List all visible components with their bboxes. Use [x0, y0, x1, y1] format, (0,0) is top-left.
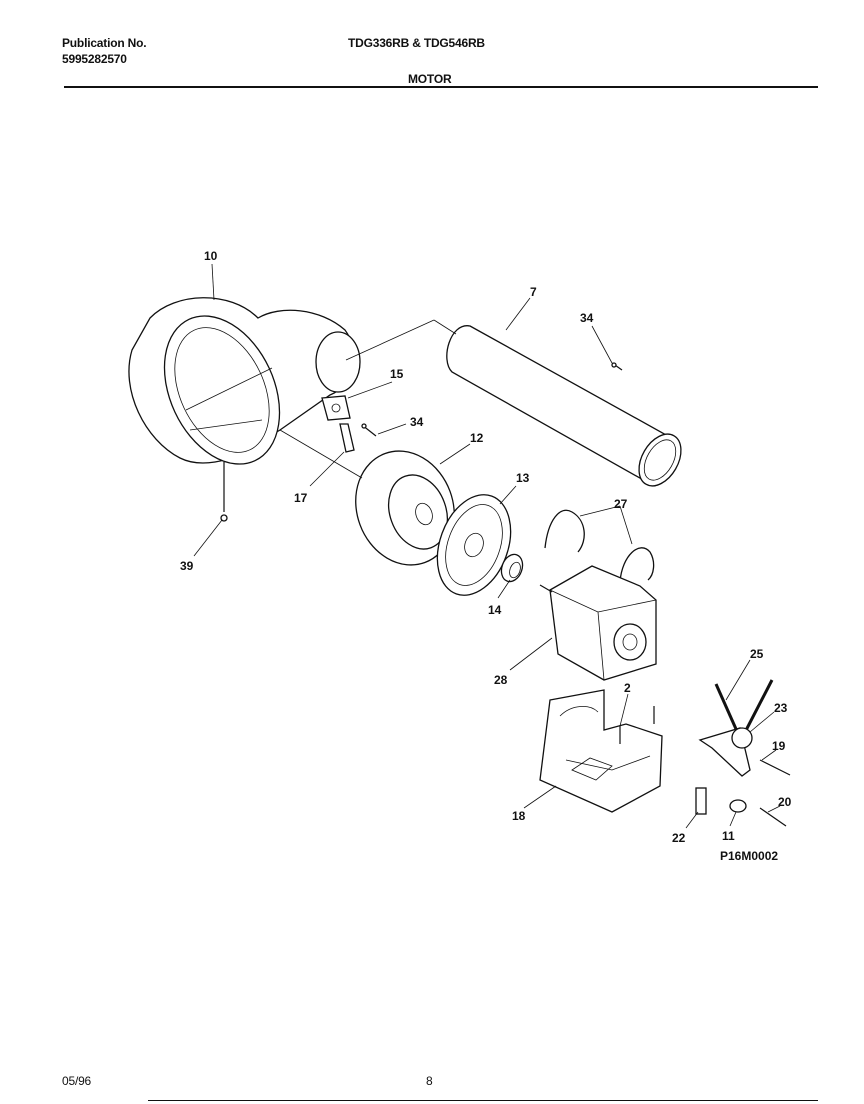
callout-39: 39	[180, 559, 194, 573]
callout-11: 11	[722, 829, 735, 843]
callout-23: 23	[774, 701, 788, 715]
publication-number: 5995282570	[62, 52, 127, 66]
callout-22: 22	[672, 831, 686, 845]
figure-code: P16M0002	[720, 849, 778, 863]
callout-14: 14	[488, 603, 502, 617]
screw-20-part	[759, 807, 787, 827]
callout-10: 10	[204, 249, 218, 263]
callout-19: 19	[772, 739, 786, 753]
footer-page-number: 8	[426, 1074, 433, 1088]
callout-20: 20	[778, 795, 792, 809]
footer-rule	[148, 1100, 818, 1101]
header-rule	[64, 86, 818, 88]
callout-34-top: 34	[580, 311, 594, 325]
motor-mount-part	[539, 689, 663, 813]
callout-18: 18	[512, 809, 526, 823]
callout-28: 28	[494, 673, 508, 687]
screw-34-mid-part	[361, 423, 377, 437]
section-title: MOTOR	[408, 72, 452, 86]
motor-strap-part	[544, 509, 655, 583]
exhaust-duct-part	[446, 325, 682, 487]
screw-39-part	[220, 462, 228, 522]
callout-34-mid: 34	[410, 415, 424, 429]
callout-12: 12	[470, 431, 484, 445]
screw-34-top-part	[611, 362, 623, 371]
idler-pulley-11-part	[729, 799, 747, 813]
coupling-part	[500, 553, 524, 583]
screw-2-part	[619, 706, 655, 744]
callout-27: 27	[614, 497, 628, 511]
leader-lines	[193, 263, 781, 829]
publication-label: Publication No.	[62, 36, 147, 50]
motor-part	[539, 565, 657, 681]
clip-17-part	[339, 423, 355, 453]
idler-arm-part	[698, 679, 774, 777]
footer-date: 05/96	[62, 1074, 92, 1088]
callout-15: 15	[390, 367, 404, 381]
callout-25: 25	[750, 647, 764, 661]
callout-17: 17	[294, 491, 308, 505]
callout-13: 13	[516, 471, 530, 485]
bracket-15-part	[321, 395, 351, 421]
screw-19-part	[759, 759, 791, 776]
blower-wheel-part	[355, 450, 455, 566]
callout-2: 2	[624, 681, 631, 695]
wheel-plate-part	[436, 494, 512, 596]
blower-housing-part	[128, 297, 361, 465]
spring-22-part	[695, 787, 707, 815]
callout-7: 7	[530, 285, 537, 299]
model-numbers: TDG336RB & TDG546RB	[348, 36, 485, 50]
